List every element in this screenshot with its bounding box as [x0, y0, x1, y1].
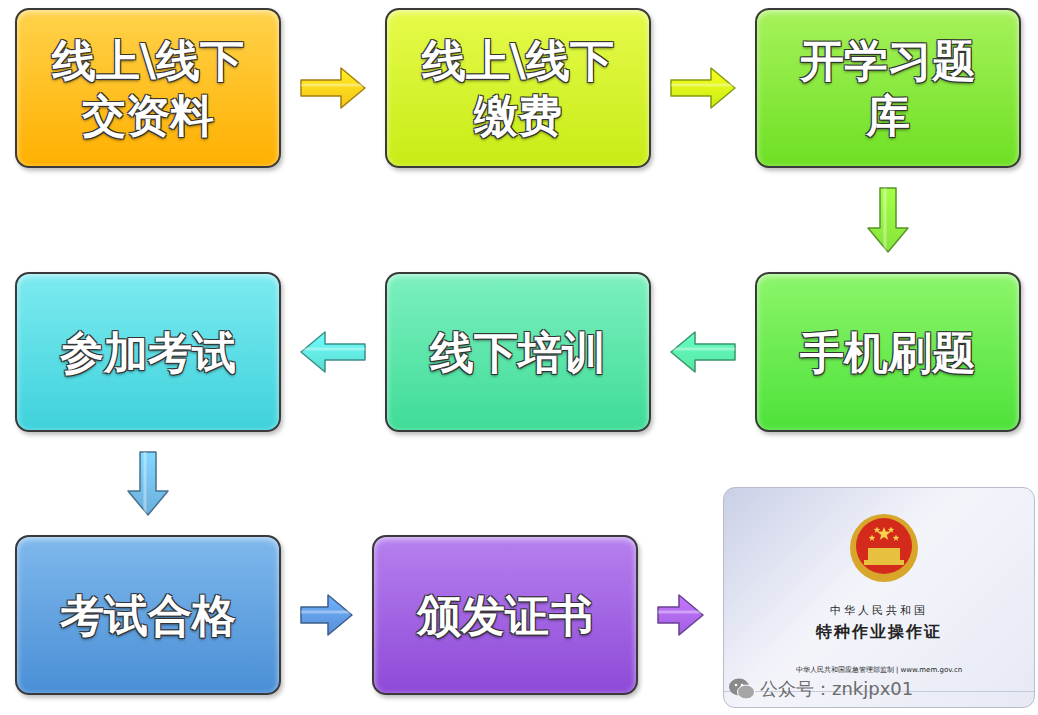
- arrow-body: [128, 452, 168, 515]
- flow-arrow: [301, 68, 365, 108]
- step-label: 考试合格: [60, 588, 236, 643]
- process-box: 颁发证书: [372, 535, 638, 695]
- step-label: 线下培训: [430, 325, 606, 380]
- arrow-shine: [301, 348, 365, 351]
- arrow-body: [671, 68, 735, 108]
- arrow-body: [658, 595, 703, 635]
- card-text: 中华人民共和国应急管理部监制 | www.mem.gov.cn: [796, 666, 963, 675]
- arrow-shine: [658, 611, 703, 614]
- process-box: 开学习题 库: [755, 8, 1021, 168]
- watermark: 公众号：znkjpx01: [760, 677, 913, 701]
- process-box: 线下培训: [385, 272, 651, 432]
- step-label: 手机刷题: [800, 325, 976, 380]
- flow-arrow: [658, 595, 703, 635]
- flow-arrow: [128, 452, 168, 515]
- arrow-body: [671, 332, 735, 372]
- arrow-shine: [671, 84, 735, 87]
- arrow-body: [868, 188, 908, 252]
- flow-arrow: [671, 68, 735, 108]
- card-title: 特种作业操作证: [816, 622, 942, 642]
- process-box: 考试合格: [15, 535, 281, 695]
- flow-arrow: [868, 188, 908, 252]
- step-label: 参加考试: [60, 325, 236, 380]
- flow-arrow: [301, 595, 352, 635]
- arrow-body: [301, 332, 365, 372]
- process-box: 线上\线下 交资料: [15, 8, 281, 168]
- step-label: 线上\线下 交资料: [43, 33, 253, 143]
- process-box: 手机刷题: [755, 272, 1021, 432]
- process-box: 参加考试: [15, 272, 281, 432]
- national-emblem: [844, 508, 924, 588]
- card-text: 中华人民共和国: [830, 604, 928, 618]
- wechat-icon: [728, 677, 756, 701]
- flow-arrow: [671, 332, 735, 372]
- flow-arrow: [301, 332, 365, 372]
- arrow-body: [301, 595, 352, 635]
- arrow-body: [301, 68, 365, 108]
- certificate-card: 中华人民共和国特种作业操作证中华人民共和国应急管理部监制 | www.mem.g…: [723, 487, 1035, 708]
- arrow-shine: [301, 84, 365, 87]
- arrow-shine: [671, 348, 735, 351]
- step-label: 颁发证书: [417, 588, 593, 643]
- arrow-shine: [144, 452, 147, 515]
- arrow-shine: [301, 611, 352, 614]
- step-label: 线上\线下 缴费: [413, 33, 623, 143]
- arrow-shine: [884, 188, 887, 252]
- process-box: 线上\线下 缴费: [385, 8, 651, 168]
- step-label: 开学习题 库: [791, 33, 986, 143]
